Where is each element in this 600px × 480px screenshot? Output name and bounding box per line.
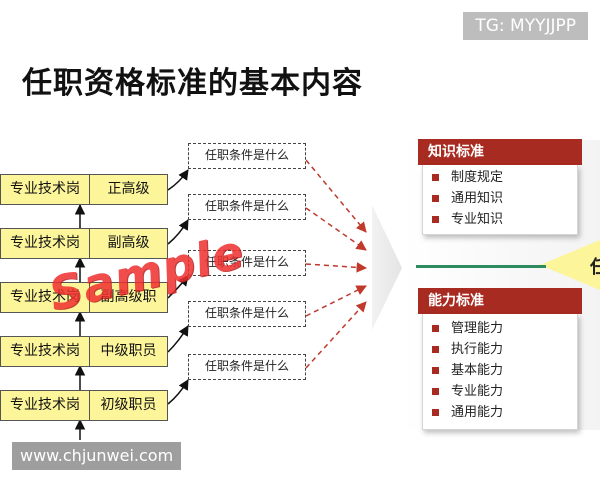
- side-label: 任: [590, 257, 600, 278]
- level-row-intermediate: 专业技术岗 中级职员: [0, 336, 168, 367]
- square-bullet-icon: [432, 216, 439, 223]
- list-item: 专业知识: [423, 209, 577, 230]
- condition-to-standard-arrows: [305, 159, 368, 369]
- flow-chevron: [372, 205, 402, 330]
- square-bullet-icon: [432, 388, 439, 395]
- level-row-category: 专业技术岗: [1, 337, 90, 366]
- level-row-senior: 专业技术岗 正高级: [0, 174, 168, 205]
- level-row-grade: 初级职员: [100, 397, 157, 413]
- list-item: 执行能力: [423, 339, 577, 360]
- level-row-grade: 副高级: [107, 235, 150, 251]
- square-bullet-icon: [432, 195, 439, 202]
- site-watermark: www.chjunwei.com: [12, 442, 182, 470]
- ability-standard-header: 能力标准: [418, 288, 582, 314]
- list-item: 制度规定: [423, 167, 577, 188]
- list-item-label: 专业能力: [451, 384, 504, 399]
- list-item-label: 制度规定: [451, 170, 504, 185]
- list-item: 管理能力: [423, 318, 577, 339]
- level-row-category: 专业技术岗: [1, 391, 90, 420]
- ability-standard-list: 管理能力 执行能力 基本能力 专业能力 通用能力: [422, 314, 578, 430]
- condition-box: 任职条件是什么: [188, 143, 306, 169]
- level-row-category: 专业技术岗: [1, 229, 90, 258]
- square-bullet-icon: [432, 346, 439, 353]
- list-item: 通用知识: [423, 188, 577, 209]
- list-item-label: 基本能力: [451, 363, 504, 378]
- level-row-associate-senior: 专业技术岗 副高级: [0, 228, 168, 259]
- level-row-grade: 副高级职: [100, 289, 157, 305]
- list-item: 通用能力: [423, 402, 577, 423]
- square-bullet-icon: [432, 325, 439, 332]
- square-bullet-icon: [432, 367, 439, 374]
- square-bullet-icon: [432, 409, 439, 416]
- list-item-label: 通用知识: [451, 191, 504, 206]
- level-row-associate-senior-staff: 专业技术岗 副高级职: [0, 282, 168, 313]
- side-arrow: [540, 240, 600, 290]
- list-item: 基本能力: [423, 360, 577, 381]
- level-row-grade: 正高级: [107, 181, 150, 197]
- knowledge-standard-list: 制度规定 通用知识 专业知识: [422, 165, 578, 235]
- row-to-condition-connectors: [167, 169, 189, 405]
- list-item-label: 管理能力: [451, 321, 504, 336]
- watermark-tg-badge: TG: MYYJJPP: [463, 12, 588, 40]
- condition-box: 任职条件是什么: [188, 301, 306, 327]
- list-item-label: 通用能力: [451, 405, 504, 420]
- panel-divider: [416, 265, 546, 268]
- level-row-category: 专业技术岗: [1, 283, 90, 312]
- condition-box: 任职条件是什么: [188, 354, 306, 380]
- knowledge-standard-header: 知识标准: [418, 139, 582, 165]
- list-item-label: 专业知识: [451, 212, 504, 227]
- list-item-label: 执行能力: [451, 342, 504, 357]
- page-title: 任职资格标准的基本内容: [22, 66, 363, 101]
- list-item: 专业能力: [423, 381, 577, 402]
- square-bullet-icon: [432, 174, 439, 181]
- level-row-grade: 中级职员: [100, 343, 157, 359]
- level-row-junior: 专业技术岗 初级职员: [0, 390, 168, 421]
- condition-box: 任职条件是什么: [188, 194, 306, 220]
- level-row-category: 专业技术岗: [1, 175, 90, 204]
- condition-box: 任职条件是什么: [188, 250, 306, 276]
